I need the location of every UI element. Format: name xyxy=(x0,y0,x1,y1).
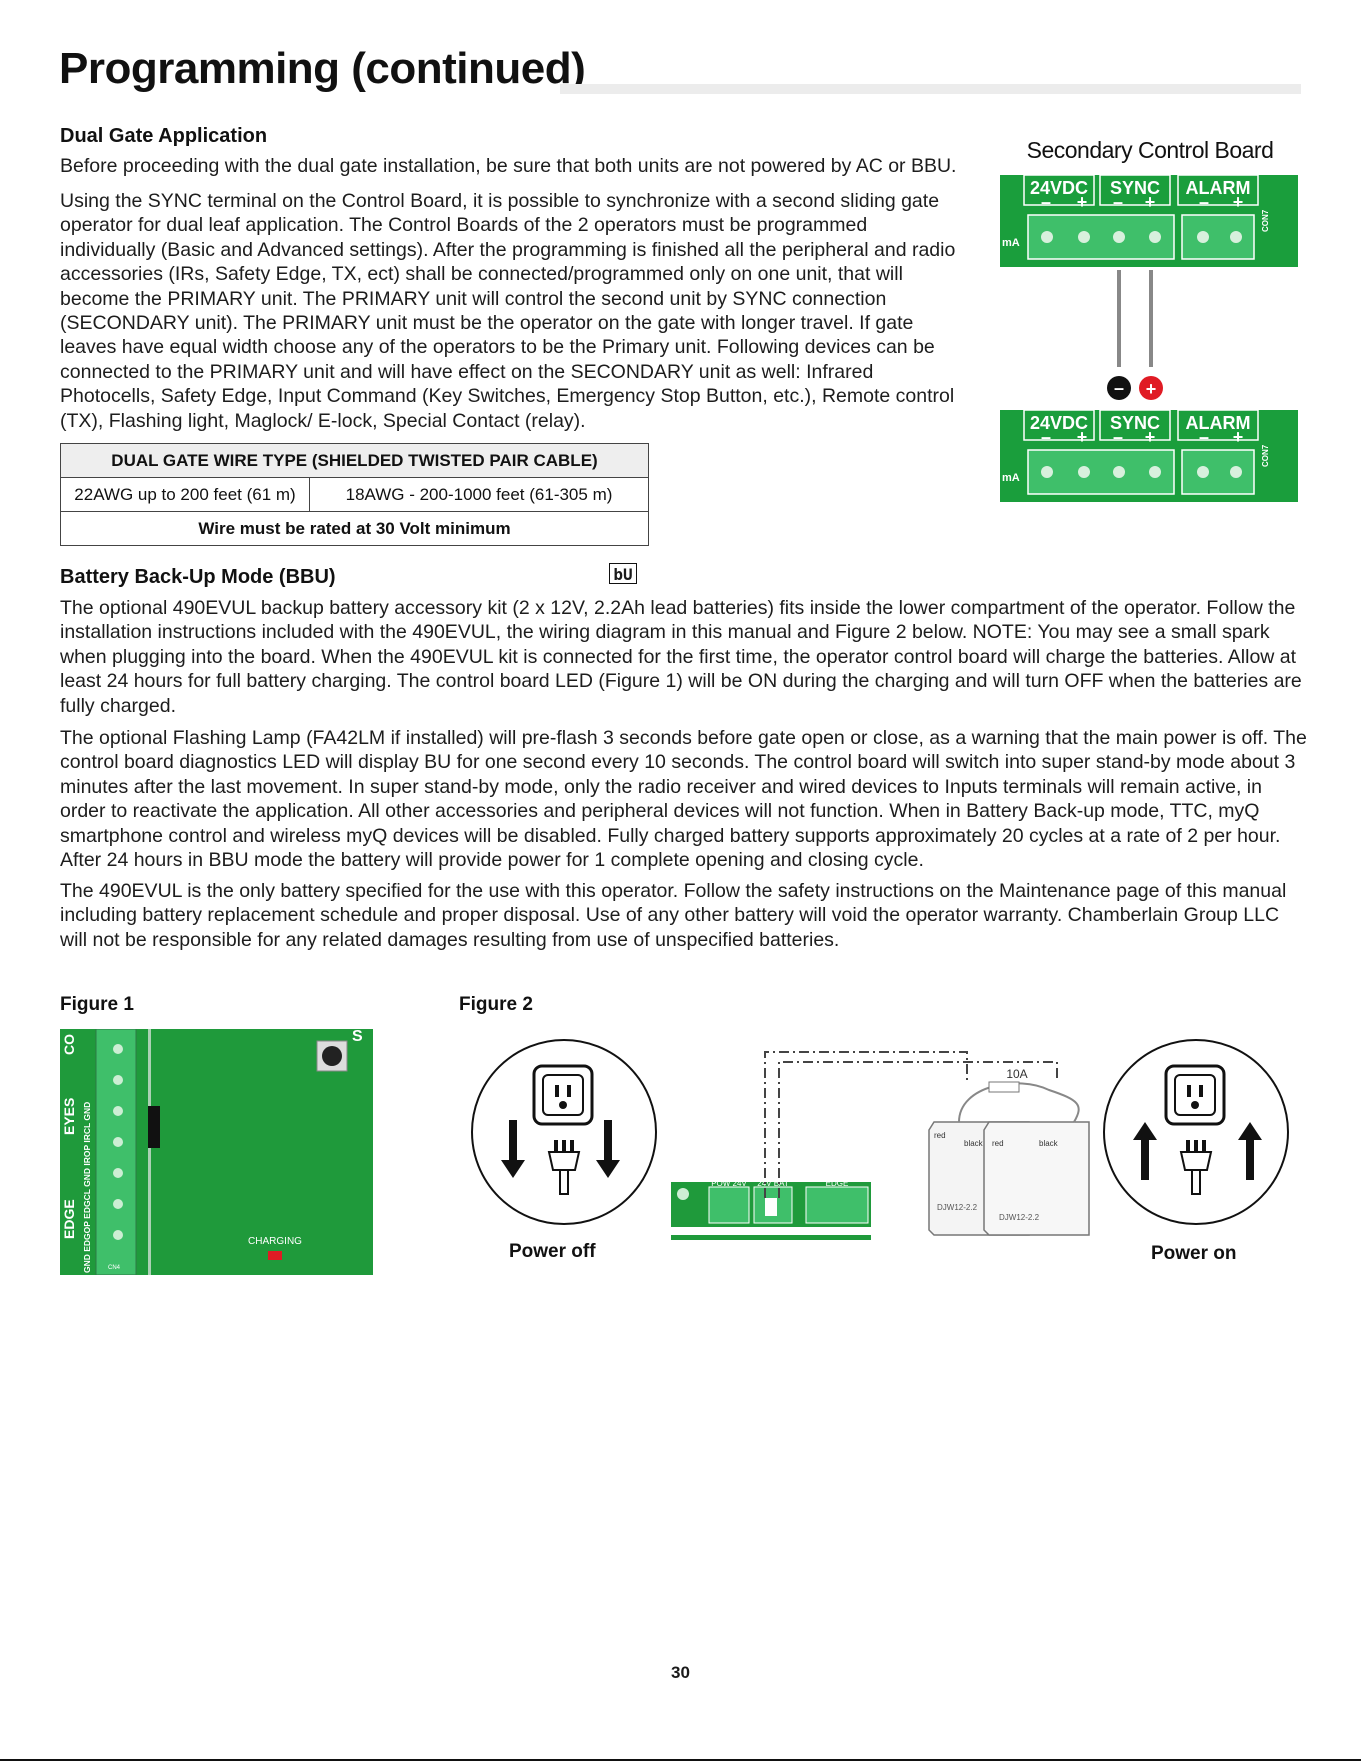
svg-text:CO: CO xyxy=(61,1034,77,1055)
svg-text:–: – xyxy=(1199,427,1209,447)
wire-table-header: DUAL GATE WIRE TYPE (SHIELDED TWISTED PA… xyxy=(60,443,649,478)
sync-diagram-title: Secondary Control Board xyxy=(1026,137,1274,163)
svg-text:+: + xyxy=(1077,427,1088,447)
dual-gate-heading: Dual Gate Application xyxy=(60,125,268,147)
page-number: 30 xyxy=(671,1663,690,1682)
terminal-label: SYNC xyxy=(1110,413,1160,433)
terminal-label: 24VDC xyxy=(1030,178,1088,198)
positive-terminal-icon xyxy=(1139,376,1163,400)
wire-table-cell: 18AWG - 200-1000 feet (61-305 m) xyxy=(309,477,649,512)
svg-text:+: + xyxy=(1145,192,1156,212)
wire-table-footer: Wire must be rated at 30 Volt minimum xyxy=(60,511,649,546)
bbu-heading: Battery Back-Up Mode (BBU) xyxy=(60,566,336,588)
bu-display-icon: bU xyxy=(609,563,637,584)
secondary-control-board: 24VDC SYNC ALARM – + – + – + mA CON7 xyxy=(1000,174,1298,267)
svg-text:CN4: CN4 xyxy=(108,1265,121,1271)
button-icon xyxy=(322,1046,342,1066)
svg-text:–: – xyxy=(1113,192,1123,212)
charging-label: CHARGING xyxy=(248,1236,302,1247)
figure-2-battery-wiring: POW 24V 24V BAT EDGE 10A red black red b… xyxy=(471,1039,1289,1240)
wire-type-table: DUAL GATE WIRE TYPE (SHIELDED TWISTED PA… xyxy=(60,443,649,546)
power-off-label: Power off xyxy=(509,1241,596,1262)
svg-text:+: + xyxy=(1233,192,1244,212)
svg-text:S: S xyxy=(352,1029,363,1045)
svg-text:black: black xyxy=(964,1139,984,1148)
primary-control-board: 24VDC SYNC ALARM – + – + – + mA CON7 xyxy=(1000,409,1298,502)
svg-text:EDGE: EDGE xyxy=(826,1179,849,1188)
svg-text:–: – xyxy=(1041,192,1051,212)
power-on-label: Power on xyxy=(1151,1243,1237,1264)
svg-text:POW 24V: POW 24V xyxy=(711,1179,747,1188)
bbu-paragraph-1: The optional 490EVUL backup battery acce… xyxy=(60,597,1302,717)
svg-text:+: + xyxy=(1077,192,1088,212)
arrow-up-icon xyxy=(1133,1122,1157,1180)
figure-1-caption: Figure 1 xyxy=(60,994,134,1015)
negative-terminal-icon xyxy=(1107,376,1131,400)
figure-1-control-board: EDGE EYES CO GND EDGOP EDGCL GND IROP IR… xyxy=(60,1029,373,1275)
bbu-paragraph-2: The optional Flashing Lamp (FA42LM if in… xyxy=(60,727,1307,872)
dual-gate-paragraph-2: Using the SYNC terminal on the Control B… xyxy=(60,190,956,432)
svg-text:DJW12-2.2: DJW12-2.2 xyxy=(999,1213,1040,1222)
svg-text:red: red xyxy=(992,1139,1004,1148)
svg-text:+: + xyxy=(1233,427,1244,447)
sync-wiring-diagram: 24VDC SYNC ALARM – + – + – + mA CON7 – +… xyxy=(1000,174,1298,502)
arrow-down-icon xyxy=(596,1120,620,1178)
svg-text:mA: mA xyxy=(1002,237,1020,249)
dual-gate-paragraph-1: Before proceeding with the dual gate ins… xyxy=(60,155,957,177)
svg-text:+: + xyxy=(1145,427,1156,447)
svg-text:mA: mA xyxy=(1002,472,1020,484)
svg-text:red: red xyxy=(934,1131,946,1140)
terminal-label: ALARM xyxy=(1186,178,1251,198)
wire-table-cell: 22AWG up to 200 feet (61 m) xyxy=(60,477,310,512)
bbu-paragraph-3: The 490EVUL is the only battery specifie… xyxy=(60,880,1287,951)
figure-2-caption: Figure 2 xyxy=(459,994,533,1015)
svg-text:–: – xyxy=(1041,427,1051,447)
svg-text:DJW12-2.2: DJW12-2.2 xyxy=(937,1203,978,1212)
svg-text:+: + xyxy=(1146,379,1157,399)
arrow-down-icon xyxy=(501,1120,525,1178)
page-title: Programming (continued) xyxy=(59,44,586,93)
svg-text:–: – xyxy=(1113,427,1123,447)
eyes-label: EYES xyxy=(61,1098,77,1135)
control-board-connector: POW 24V 24V BAT EDGE xyxy=(671,1179,871,1240)
pin-labels: GND EDGOP EDGCL GND IROP IRCL GND xyxy=(82,1102,92,1273)
edge-label: EDGE xyxy=(61,1199,77,1239)
charging-led-icon xyxy=(268,1251,282,1260)
terminal-label: SYNC xyxy=(1110,178,1160,198)
power-off-illustration xyxy=(471,1039,657,1225)
svg-text:–: – xyxy=(1199,192,1209,212)
svg-text:CON7: CON7 xyxy=(1261,444,1270,467)
power-on-illustration xyxy=(1103,1039,1289,1225)
batteries-illustration: 10A red black red black DJW12-2.2 DJW12-… xyxy=(928,1067,1090,1236)
svg-text:24V BAT: 24V BAT xyxy=(757,1179,789,1188)
title-underline xyxy=(560,84,1301,94)
bottom-border xyxy=(0,1759,1361,1761)
terminal-label: 24VDC xyxy=(1030,413,1088,433)
terminal-label: ALARM xyxy=(1186,413,1251,433)
arrow-up-icon xyxy=(1238,1122,1262,1180)
svg-text:–: – xyxy=(1114,378,1124,398)
fuse-label: 10A xyxy=(1006,1067,1027,1081)
svg-text:black: black xyxy=(1039,1139,1059,1148)
svg-text:CON7: CON7 xyxy=(1261,209,1270,232)
